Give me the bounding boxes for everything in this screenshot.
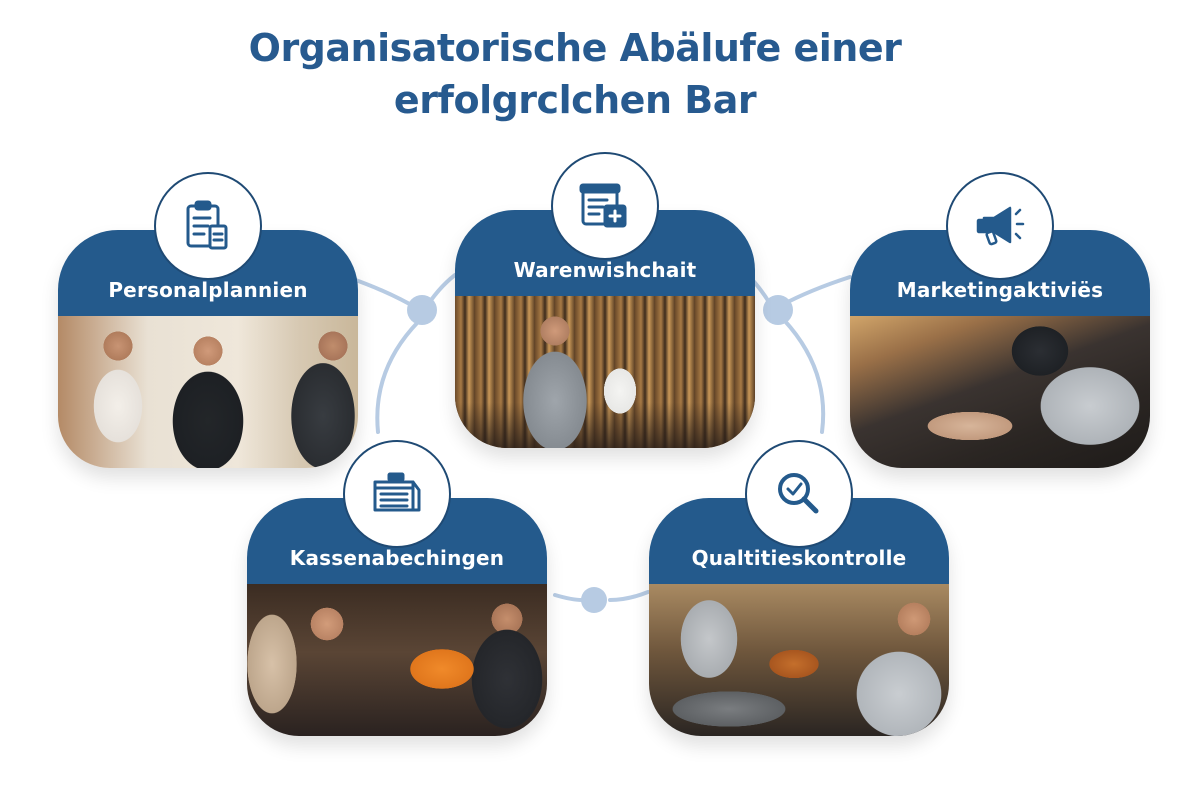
connector-node-right: [763, 295, 793, 325]
magnifier-check-icon: [745, 440, 853, 548]
bartender-tablet-photo: [455, 296, 755, 448]
card-label: Kassenabechingen: [289, 546, 505, 570]
inventory-clipboard-icon: [551, 152, 659, 260]
card-personalplanung: Personalplannien: [58, 172, 358, 468]
connector-node-bottom: [581, 587, 607, 613]
card-label: Marketingaktiviës: [896, 278, 1104, 302]
card-marketing: Marketingaktiviës: [850, 172, 1150, 468]
card-label: Qualtitieskontrolle: [691, 546, 907, 570]
guests-cocktail-photo: [247, 584, 547, 736]
connector-node-left: [407, 295, 437, 325]
cocktail-tasting-photo: [649, 584, 949, 736]
cash-register-icon: [343, 440, 451, 548]
page-title: Organisatorische Abälufe einer erfolgrcl…: [0, 22, 1150, 126]
card-label: Personalplannien: [108, 278, 308, 302]
bar-counter-payment-photo: [850, 316, 1150, 468]
title-line-1: Organisatorische Abälufe einer: [248, 26, 902, 70]
card-kassenabrechnungen: Kassenabechingen: [247, 440, 547, 736]
card-qualitaetskontrolle: Qualtitieskontrolle: [649, 440, 949, 736]
card-label: Warenwishchait: [513, 258, 697, 282]
title-line-2: erfolgrclchen Bar: [393, 78, 757, 122]
megaphone-icon: [946, 172, 1054, 280]
clipboard-icon: [154, 172, 262, 280]
staff-planning-photo: [58, 316, 358, 468]
card-warenwirtschaft: Warenwishchait: [455, 152, 755, 448]
